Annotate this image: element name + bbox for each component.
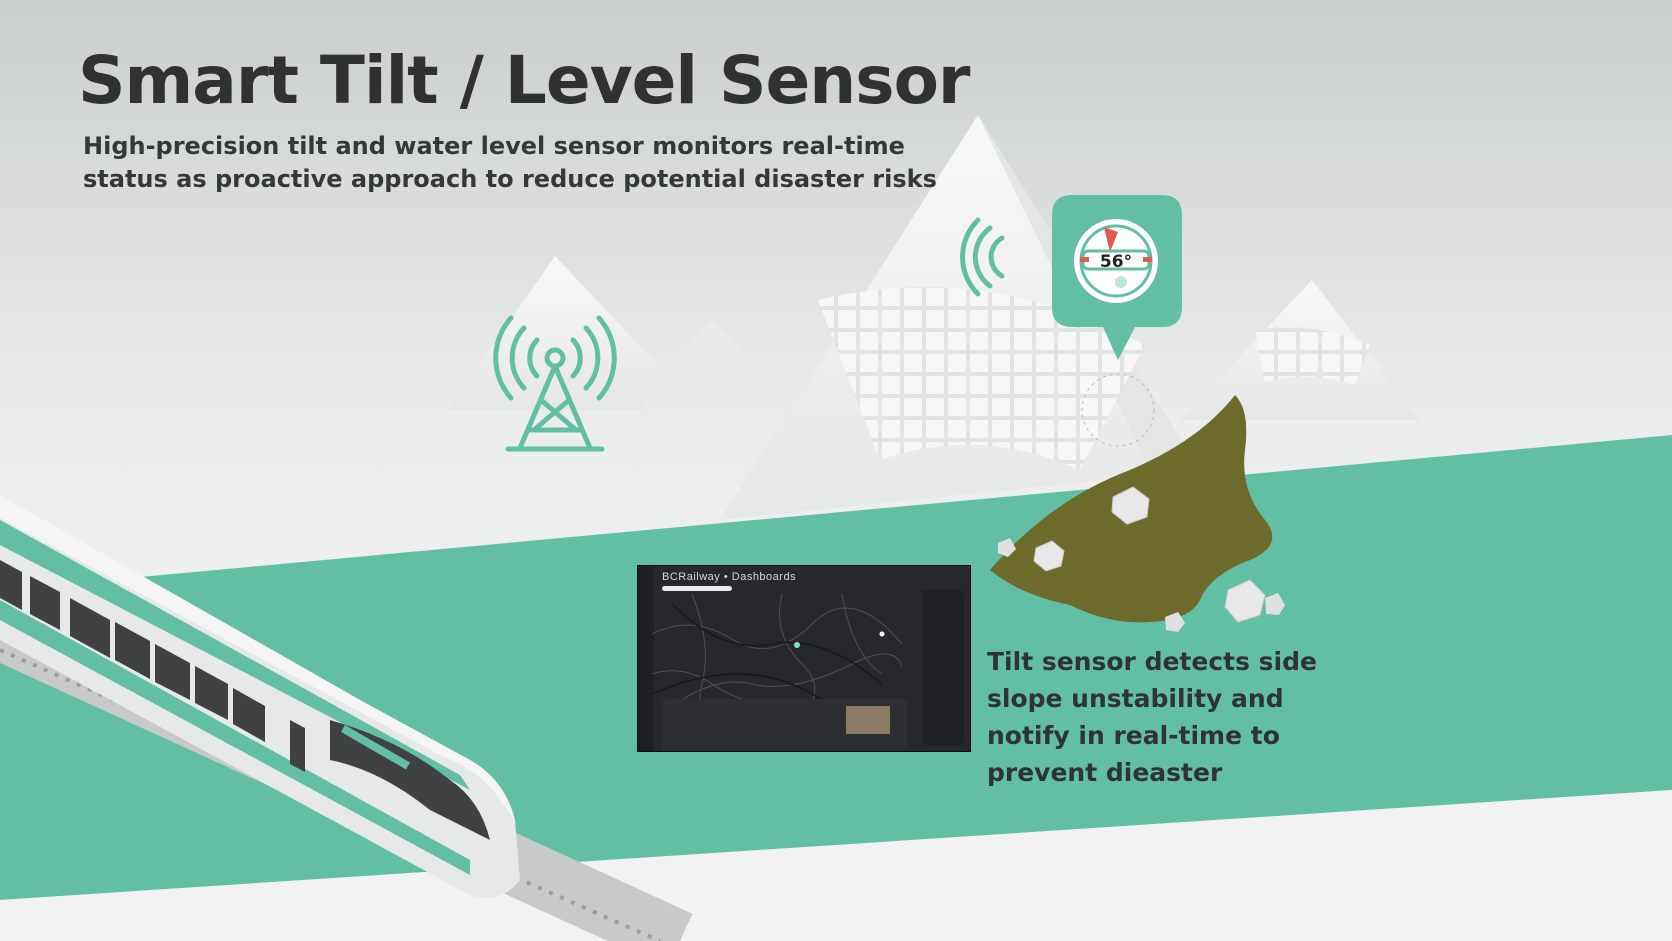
radio-tower-icon <box>493 315 617 452</box>
tilt-sensor-caption: Tilt sensor detects side slope unstabili… <box>987 647 1317 787</box>
train <box>0 495 520 898</box>
tilt-angle-label: 56° <box>1100 252 1132 272</box>
page-subtitle: High-precision tilt and water level sens… <box>83 132 937 193</box>
dashboard-right-panel <box>922 590 964 745</box>
tilt-sensor-badge: 56° <box>1052 195 1182 360</box>
page-title: Smart Tilt / Level Sensor <box>78 42 970 119</box>
dashboard-title: BCRailway • Dashboards <box>662 571 797 583</box>
camera-thumbnail <box>846 706 890 734</box>
landslide-mud <box>990 395 1285 632</box>
signal-waves-icon <box>960 217 1005 297</box>
dashboard-screenshot: BCRailway • Dashboards <box>637 565 971 752</box>
map-marker <box>794 642 800 648</box>
sensor-target-ring <box>1081 373 1155 447</box>
dashboard-sidebar <box>638 566 654 751</box>
dashboard-search-bar <box>662 586 732 591</box>
